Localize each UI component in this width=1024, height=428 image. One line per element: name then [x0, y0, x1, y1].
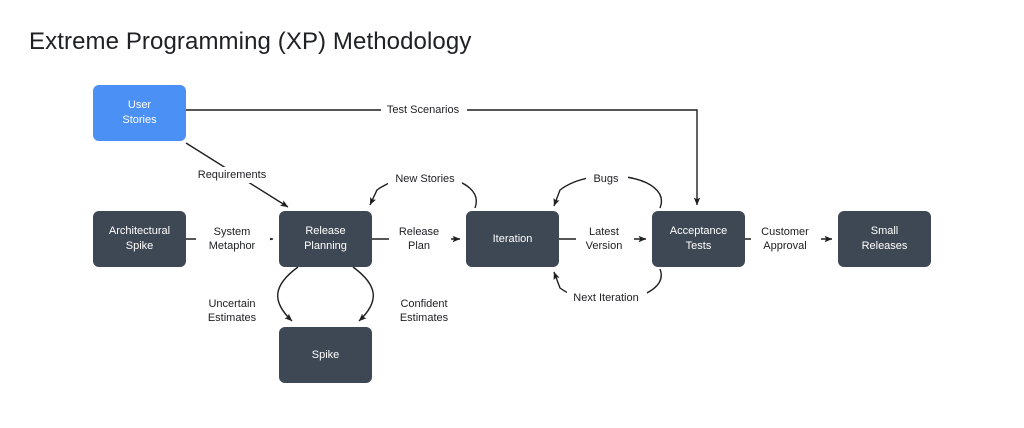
node-small-releases[interactable]: Small Releases [838, 211, 931, 267]
edge-confident-estimates [352, 266, 374, 322]
node-label-iteration-line1: Iteration [493, 233, 533, 245]
node-label-acceptance-tests-line1: Acceptance [670, 225, 727, 237]
node-iteration[interactable]: Iteration [466, 211, 559, 267]
edge-label-latest-version-line1: Latest [589, 226, 619, 238]
edge-label-new-stories: New Stories [395, 173, 455, 185]
page-title: Extreme Programming (XP) Methodology [29, 28, 472, 55]
edge-label-release-plan-line2: Plan [408, 240, 430, 252]
edge-label-test-scenarios: Test Scenarios [387, 104, 460, 116]
node-label-spike-line1: Spike [312, 349, 340, 361]
node-label-user-stories-line1: User [128, 99, 152, 111]
edge-label-confident-estimates-line1: Confident [400, 298, 447, 310]
nodes-layer: User Stories Architectural Spike Release… [93, 85, 931, 383]
node-label-architectural-spike-line1: Architectural [109, 225, 170, 237]
node-acceptance-tests[interactable]: Acceptance Tests [652, 211, 745, 267]
edge-label-confident-estimates-line2: Estimates [400, 312, 449, 324]
edge-label-release-plan-line1: Release [399, 226, 439, 238]
node-label-acceptance-tests-line2: Tests [686, 240, 712, 252]
node-user-stories[interactable]: User Stories [93, 85, 186, 141]
edge-labels-layer: Test Scenarios Requirements System Metap… [192, 102, 821, 327]
edge-label-uncertain-estimates-line1: Uncertain [208, 298, 255, 310]
node-release-planning[interactable]: Release Planning [279, 211, 372, 267]
edge-test-scenarios [186, 109, 701, 206]
edge-label-bugs: Bugs [593, 173, 619, 185]
edge-label-latest-version-line2: Version [586, 240, 623, 252]
node-label-user-stories-line2: Stories [122, 114, 157, 126]
node-architectural-spike[interactable]: Architectural Spike [93, 211, 186, 267]
edge-label-next-iteration: Next Iteration [573, 292, 638, 304]
edge-label-customer-approval-line2: Approval [763, 240, 806, 252]
edge-label-uncertain-estimates-line2: Estimates [208, 312, 257, 324]
edge-label-customer-approval-line1: Customer [761, 226, 809, 238]
node-label-small-releases-line2: Releases [862, 240, 908, 252]
node-label-release-planning-line1: Release [305, 225, 345, 237]
edge-label-requirements: Requirements [198, 169, 267, 181]
edge-label-system-metaphor-line1: System [214, 226, 251, 238]
node-label-small-releases-line1: Small [871, 225, 899, 237]
node-spike[interactable]: Spike [279, 327, 372, 383]
node-label-release-planning-line2: Planning [304, 240, 347, 252]
node-label-architectural-spike-line2: Spike [126, 240, 154, 252]
edge-label-system-metaphor-line2: Metaphor [209, 240, 256, 252]
edge-uncertain-estimates [277, 266, 299, 322]
